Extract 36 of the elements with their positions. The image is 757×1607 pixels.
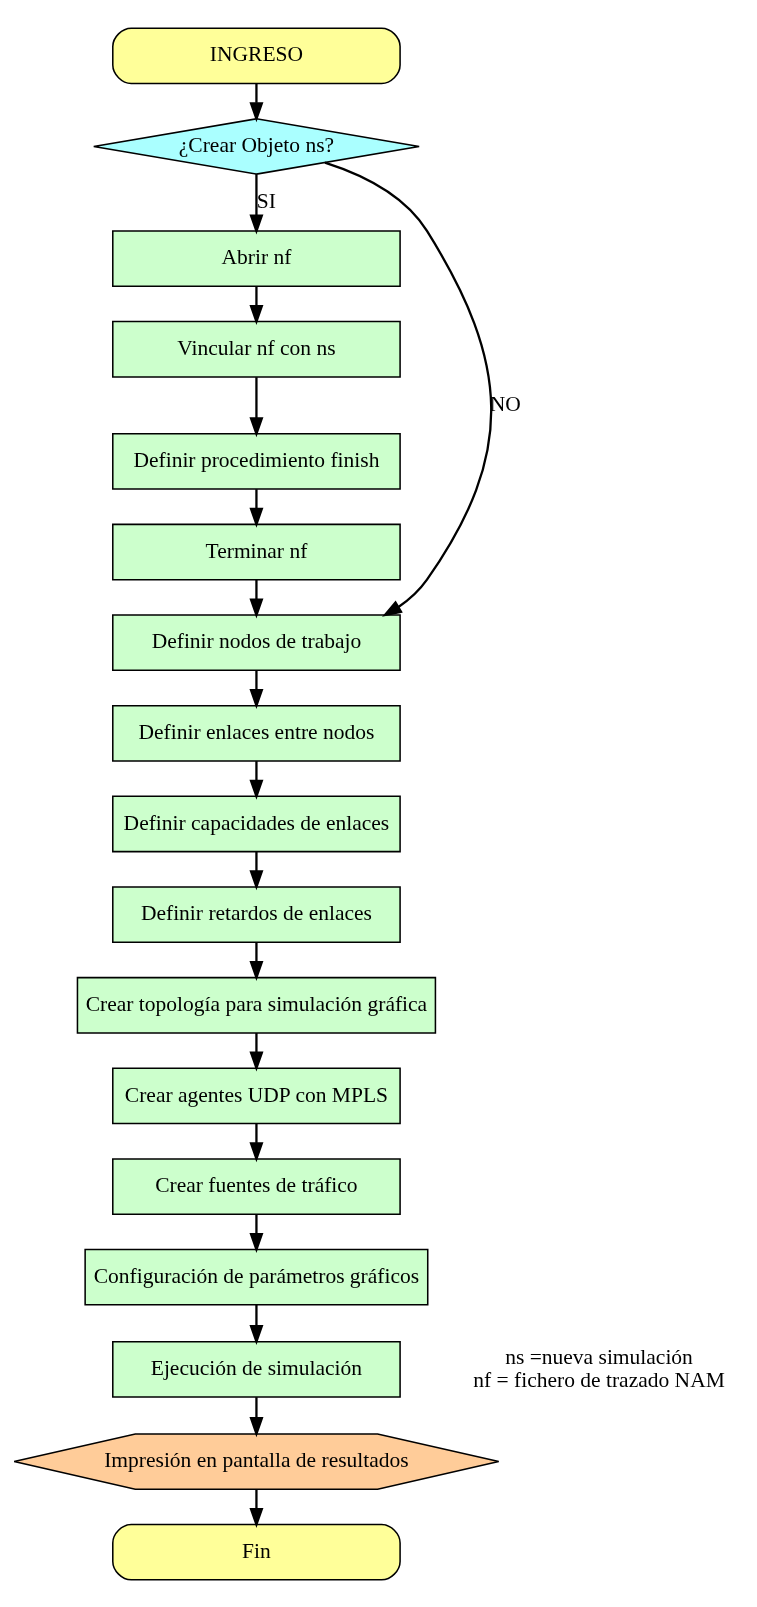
arrow xyxy=(249,1304,264,1345)
arrow xyxy=(249,285,264,325)
label: ns =nueva simulación xyxy=(505,1344,693,1369)
node-box: Configuración de parámetros gráficos xyxy=(84,1248,429,1306)
node-box: Definir capacidades de enlaces xyxy=(112,795,401,852)
node-box: Vincular nf con ns xyxy=(112,320,401,378)
node-box: Ejecución de simulación xyxy=(112,1340,401,1398)
arrow xyxy=(249,1488,264,1528)
arrow xyxy=(249,1032,264,1072)
arrow xyxy=(324,161,493,617)
node-box: Crear topología para simulación gráfica xyxy=(76,976,437,1034)
arrow xyxy=(249,1123,264,1162)
node-box: INGRESO xyxy=(112,26,401,84)
node-box: Definir procedimiento finish xyxy=(112,432,401,490)
arrow xyxy=(249,83,264,122)
arrow xyxy=(249,760,264,800)
node-box: Definir enlaces entre nodos xyxy=(112,704,401,762)
arrow xyxy=(249,941,264,981)
edge-label: SI xyxy=(256,188,276,213)
arrow xyxy=(249,670,264,709)
node-box: Terminar nf xyxy=(112,523,401,580)
node-box: Crear fuentes de tráfico xyxy=(112,1157,401,1215)
arrow xyxy=(249,579,264,618)
arrow xyxy=(249,488,264,528)
label: nf = fichero de trazado NAM xyxy=(473,1367,725,1392)
node-box: Crear agentes UDP con MPLS xyxy=(112,1067,401,1124)
arrow xyxy=(249,1396,264,1437)
arrow xyxy=(249,851,264,890)
node-box: Definir retardos de enlaces xyxy=(112,885,401,943)
node-diamond: ¿Crear Objeto ns? xyxy=(92,117,420,175)
node-box: Abrir nf xyxy=(112,229,401,287)
node-box: Definir nodos de trabajo xyxy=(112,613,401,671)
arrow xyxy=(249,173,264,234)
node-box: Fin xyxy=(112,1523,401,1581)
arrow xyxy=(249,376,264,437)
arrow xyxy=(249,1213,264,1253)
